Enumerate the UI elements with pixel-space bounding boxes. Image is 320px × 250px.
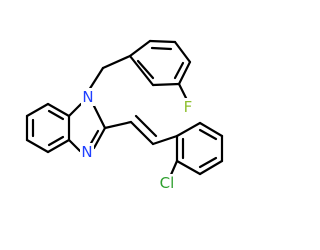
bond — [92, 104, 107, 130]
structure-drawing: N N F Cl — [25, 39, 224, 192]
atom-label-chlorine: Cl — [160, 174, 175, 192]
bond — [129, 120, 155, 146]
bond — [177, 82, 189, 102]
bond — [128, 54, 155, 87]
bond — [173, 40, 192, 64]
molecule-structure: N N F Cl — [25, 39, 224, 192]
atom-label-cl-group: Cl — [155, 174, 179, 192]
bond — [25, 138, 50, 154]
double-bond-inner — [47, 109, 65, 121]
atom-label-n3-group: N — [80, 143, 94, 161]
atom-label-n1-group: N — [81, 88, 95, 106]
bond — [128, 39, 152, 58]
bond — [46, 138, 71, 154]
bond — [101, 54, 132, 70]
double-bond-inner — [134, 114, 158, 138]
bond — [67, 138, 82, 153]
atom-label-fluorine: F — [184, 98, 193, 116]
double-bond-inner — [198, 156, 218, 169]
benzimidazole-benzo-ring — [25, 102, 71, 154]
bond — [175, 121, 202, 138]
chlorophenyl-ring — [168, 121, 224, 179]
bond — [67, 102, 83, 118]
fluorophenyl-ring — [128, 39, 192, 102]
double-bond-inner — [150, 46, 173, 51]
vinyl-linker — [103, 114, 179, 146]
atom-label-n3: N — [81, 143, 92, 161]
bond — [177, 60, 192, 86]
bond — [103, 120, 133, 130]
bond — [198, 121, 224, 138]
bond — [148, 39, 177, 44]
atom-label-f-group: F — [181, 98, 195, 116]
bond — [92, 126, 107, 150]
double-bond-inner — [198, 128, 218, 141]
bond — [46, 102, 71, 118]
bond — [151, 82, 181, 87]
double-bond-inner — [173, 61, 185, 80]
bond — [175, 159, 202, 176]
bond — [198, 159, 224, 176]
bond — [87, 66, 105, 92]
atom-label-n1: N — [82, 88, 93, 106]
double-bond-inner — [47, 135, 65, 147]
bond — [25, 102, 50, 118]
double-bond-inner — [88, 129, 100, 147]
bond — [151, 134, 179, 146]
double-bond-inner — [136, 59, 155, 80]
imidazole-ring — [67, 102, 107, 153]
